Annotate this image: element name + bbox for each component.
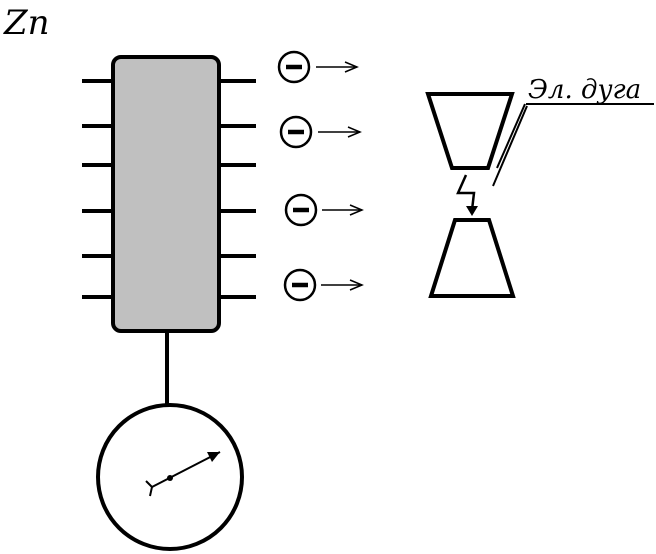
arrow-right-icon [322,204,364,216]
arrow-right-icon [318,126,362,138]
electric-arc: Эл. дуга [425,75,654,298]
lower-electrode [428,218,516,298]
upper-electrode [425,92,515,170]
electrometer [96,331,244,551]
electron-2 [279,115,362,149]
arrow-right-icon [316,61,359,73]
gauge-needle [145,451,221,497]
zinc-plate-body [111,55,221,333]
zinc-plate [82,55,256,333]
electron-3 [284,193,364,227]
electron-1 [277,50,359,84]
zinc-plate-terminals [82,79,256,299]
zinc-label: Zn [3,3,50,43]
electron-4 [283,268,364,302]
arc-label: Эл. дуга [528,75,641,105]
zigzag-spark-icon [456,174,478,216]
arrow-right-icon [321,279,364,291]
